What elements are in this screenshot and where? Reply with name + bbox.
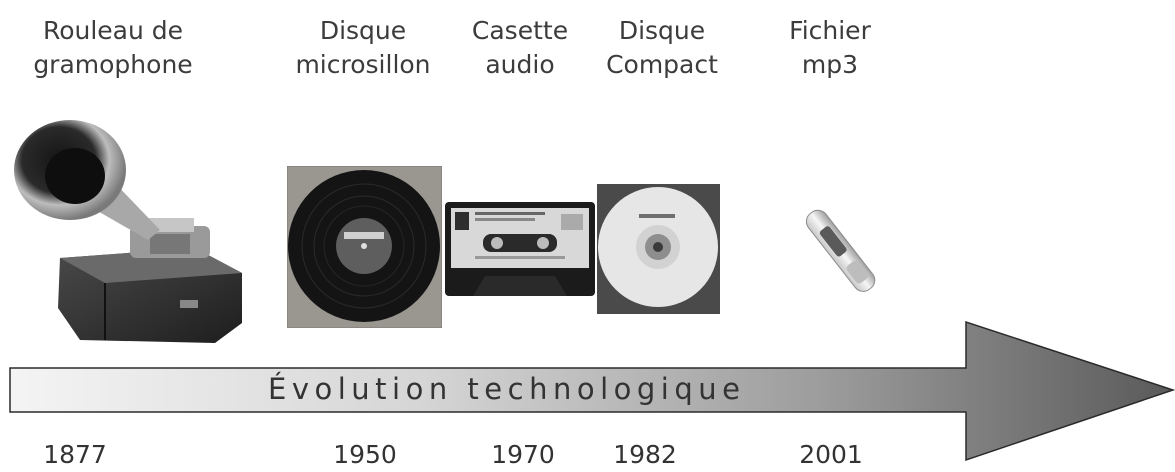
audio-cassette-icon [445, 202, 595, 296]
label-gramophone-line2: gramophone [33, 50, 193, 79]
label-mp3-line1: Fichier [789, 16, 871, 45]
label-cd: Disque Compact [592, 14, 732, 82]
label-mp3: Fichier mp3 [775, 14, 885, 82]
year-gramophone: 1877 [43, 440, 107, 469]
year-cd: 1982 [613, 440, 677, 469]
year-vinyl: 1950 [333, 440, 397, 469]
label-gramophone-line1: Rouleau de [42, 16, 184, 45]
label-cd-line2: Compact [606, 50, 718, 79]
label-vinyl-line1: Disque [319, 16, 407, 45]
label-vinyl: Disque microsillon [288, 14, 438, 82]
usb-mp3-player-icon [790, 196, 895, 306]
arrow-caption: Évolution technologique [268, 372, 746, 406]
gramophone-icon [10, 108, 260, 348]
year-mp3: 2001 [799, 440, 863, 469]
label-cassette: Casette audio [455, 14, 585, 82]
vinyl-record-icon [287, 166, 442, 328]
year-cassette: 1970 [491, 440, 555, 469]
label-gramophone: Rouleau de gramophone [18, 14, 208, 82]
label-cassette-line1: Casette [471, 16, 569, 45]
label-cassette-line2: audio [485, 50, 555, 79]
compact-disc-icon [597, 184, 720, 314]
label-mp3-line2: mp3 [801, 50, 859, 79]
label-vinyl-line2: microsillon [295, 50, 431, 79]
label-cd-line1: Disque [618, 16, 706, 45]
